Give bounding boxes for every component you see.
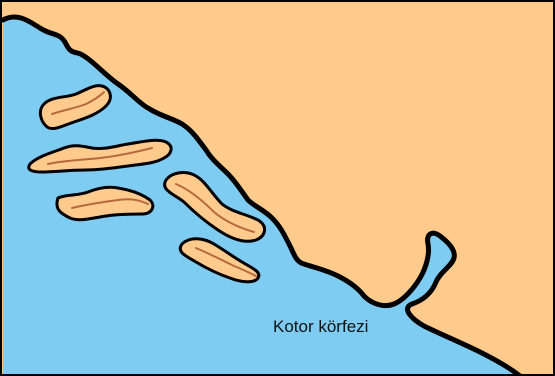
island-3	[55, 185, 155, 222]
island-group	[27, 84, 266, 284]
island-1	[38, 84, 112, 130]
island-2	[27, 138, 173, 174]
coastline	[0, 14, 523, 376]
island-4	[163, 171, 266, 243]
island-5	[178, 237, 261, 284]
map-label: Kotor körfezi	[273, 317, 368, 336]
sea-area	[3, 17, 520, 376]
